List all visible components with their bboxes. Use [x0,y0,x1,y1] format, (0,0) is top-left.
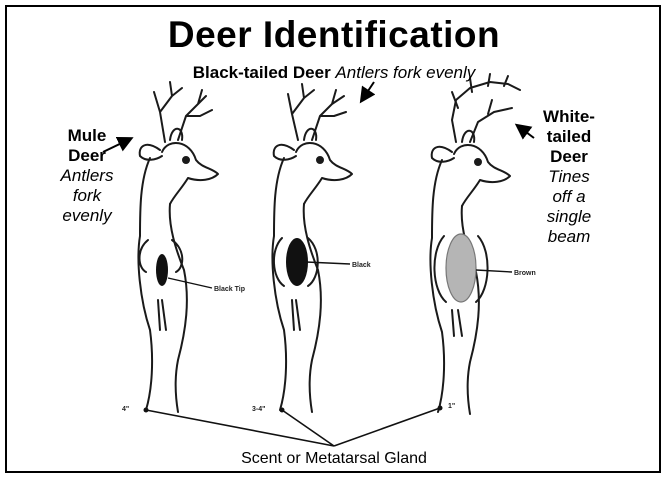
gland-size-mule: 4" [122,406,129,413]
mule-deer-note-line2: fork [52,186,122,206]
white-tailed-deer-name-line3: Deer [533,147,605,167]
mule-deer-name-line2: Deer [52,146,122,166]
black-tailed-deer-note: Antlers fork evenly [335,63,475,82]
gland-label-brown: Brown [514,270,536,277]
white-tailed-deer-antlers [452,74,520,142]
black-pointer [306,262,350,264]
mule-deer-black-tip-tail [156,254,168,286]
black-tailed-deer-name: Black-tailed Deer [193,63,331,82]
black-tailed-deer-figure [272,84,352,412]
white-tailed-deer-label: White- tailed Deer Tines off a single be… [533,107,605,247]
metatarsal-pointers [146,408,440,446]
gland-label-black-tip: Black Tip [214,286,245,293]
white-tailed-deer-figure [430,74,520,414]
gland-label-black: Black [352,262,371,269]
mule-deer-name-line1: Mule [52,126,122,146]
mule-deer-antlers [154,82,212,142]
white-tailed-deer-brown-tail [446,234,476,302]
white-tailed-deer-name-line1: White- [533,107,605,127]
white-tailed-deer-note-line2: off a [533,187,605,207]
white-tailed-deer-note-line1: Tines [533,167,605,187]
black-tip-pointer [168,278,212,288]
mule-deer-note-line3: evenly [52,206,122,226]
gland-size-white-tailed: 1" [448,403,455,410]
white-tailed-deer-note-line4: beam [533,227,605,247]
brown-pointer [476,270,512,272]
black-tailed-deer-arrow [362,82,374,100]
gland-size-black-tailed: 3-4" [252,406,265,413]
metatarsal-gland-caption: Scent or Metatarsal Gland [0,450,668,468]
mule-deer-note-line1: Antlers [52,166,122,186]
black-tailed-deer-antlers [288,84,346,140]
page-title: Deer Identification [0,14,668,56]
white-tailed-deer-name-line2: tailed [533,127,605,147]
mule-deer-label: Mule Deer Antlers fork evenly [52,126,122,226]
black-tailed-deer-black-tail [286,238,308,286]
white-tailed-deer-note-line3: single [533,207,605,227]
black-tailed-deer-label: Black-tailed Deer Antlers fork evenly [0,63,668,83]
mule-deer-figure [138,82,218,412]
white-tailed-deer-arrow [518,126,534,138]
